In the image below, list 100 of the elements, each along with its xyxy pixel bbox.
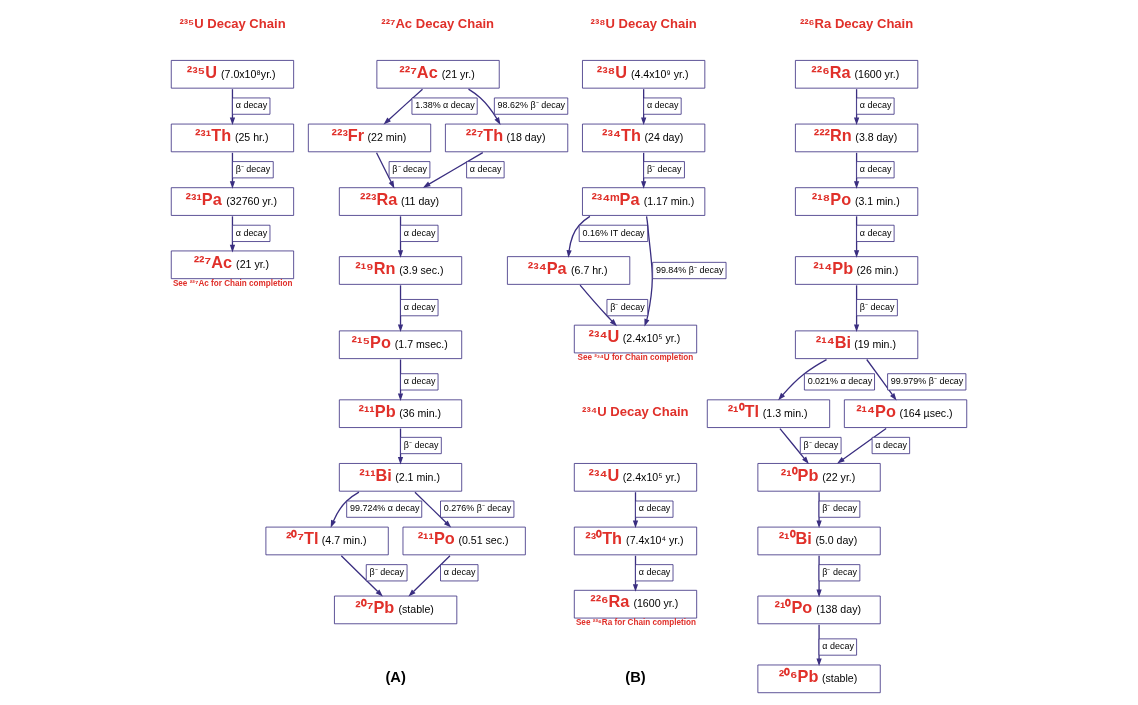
arrow <box>853 284 860 332</box>
node-box: ²³¹Pa (32760 yr.) <box>170 187 295 216</box>
edge-label: α decay <box>403 301 436 312</box>
edge-label: α decay <box>403 376 436 387</box>
arrow <box>779 427 809 465</box>
arrow <box>566 215 591 258</box>
label: ²³⁵U Decay Chain <box>179 16 286 32</box>
edge-label: α decay <box>469 164 502 175</box>
node-box: ²³¹Th (25 hr.) <box>170 123 295 153</box>
label: ²²⁶Ra Decay Chain <box>799 16 914 32</box>
edge-label: α decay <box>638 503 671 514</box>
arrow <box>816 555 822 598</box>
node-box: ²²³Fr (22 min) <box>307 123 432 153</box>
edge-label: 99.724% α decay <box>349 503 420 514</box>
node-box: ²¹⁴Bi (19 min.) <box>795 330 919 360</box>
arrow <box>853 88 860 126</box>
edge-label: α decay <box>638 567 671 578</box>
label: (A) <box>385 668 406 685</box>
edge-label: α decay <box>235 227 268 238</box>
node-box: ²³⁴Pa (6.7 hr.) <box>507 256 631 285</box>
node-box: ²²²Rn (3.8 day) <box>795 123 919 153</box>
arrow <box>397 358 404 401</box>
edge-label: α decay <box>875 439 907 450</box>
node-box: ²¹¹Bi (2.1 min.) <box>338 463 463 492</box>
label: ²³⁸U Decay Chain <box>590 16 697 32</box>
arrow <box>816 624 822 667</box>
node-box: ²¹⁰Tl (1.3 min.) <box>706 399 831 428</box>
arrow <box>375 152 395 189</box>
arrow <box>229 215 236 253</box>
node-box: ²²³Ra (11 day) <box>338 187 463 216</box>
arrow <box>414 491 452 528</box>
arrow <box>641 88 647 126</box>
node-box: ²³⁵U (7.0x10⁸yr.) <box>170 60 295 89</box>
node-box: ²²⁶Ra (1600 yr.) <box>573 589 698 619</box>
arrow <box>408 555 451 597</box>
node-box: ²³⁸U (4.4x10⁹ yr.) <box>582 60 706 89</box>
node-box: ²²⁷Ac (21 yr.) <box>376 60 500 89</box>
arrow <box>837 427 887 464</box>
edge-label: β⁻ decay <box>235 164 271 175</box>
edge-label: β⁻ decay <box>610 301 645 312</box>
node-box: ²³⁴U (2.4x10⁵ yr.) <box>573 324 698 354</box>
edge-label: α decay <box>859 100 892 111</box>
node-box: ²¹¹Po (0.51 sec.) <box>402 526 526 556</box>
edge-label: 99.84% β⁻ decay <box>655 264 724 275</box>
node-box: ²³⁴ᵐPa (1.17 min.) <box>582 187 706 216</box>
label: ²³⁴U Decay Chain <box>582 403 689 419</box>
node-box: ²¹⁰Po (138 day) <box>757 595 881 625</box>
edge-label: α decay <box>443 567 476 578</box>
arrow <box>229 152 236 189</box>
arrow <box>330 491 360 528</box>
node-box: ²²⁷Ac (21 yr.) <box>170 250 295 280</box>
edge-label: α decay <box>403 227 436 238</box>
arrow <box>383 88 424 125</box>
arrow <box>632 491 639 529</box>
edge-label: β⁻ decay <box>392 164 427 175</box>
node-box: ²¹¹Pb (36 min.) <box>338 399 463 428</box>
arrow <box>397 427 404 465</box>
arrow <box>778 358 828 401</box>
node-box: ²⁰⁶Pb (stable) <box>757 664 881 694</box>
arrow <box>644 215 653 327</box>
edge-label: 0.276% β⁻ decay <box>443 503 512 514</box>
edge-label: 1.38% α decay <box>415 100 475 111</box>
node-box: ²¹⁹Rn (3.9 sec.) <box>338 256 463 285</box>
edge-label: α decay <box>646 100 679 111</box>
edge-label: β⁻ decay <box>822 567 857 578</box>
label: ²²⁷Ac Decay Chain <box>381 16 495 32</box>
edge-label: α decay <box>859 164 892 175</box>
arrow <box>397 284 404 332</box>
edge-label: β⁻ decay <box>803 439 839 450</box>
edge-label: α decay <box>235 100 268 111</box>
edge-label: α decay <box>859 227 892 238</box>
arrow <box>853 152 860 189</box>
node-box: ²³⁴U (2.4x10⁵ yr.) <box>573 463 698 492</box>
edge-label: β⁻ decay <box>369 567 405 578</box>
node-box: ²¹⁴Pb (26 min.) <box>795 256 919 285</box>
node-label: See ²²⁶Ra for Chain completion <box>575 618 696 628</box>
node-label: See ²³⁴U for Chain completion <box>577 353 694 363</box>
arrow <box>641 152 647 189</box>
node-box: ²¹⁵Po (1.7 msec.) <box>338 330 463 360</box>
arrow <box>397 215 404 258</box>
node-box: ²⁰⁷Pb (stable) <box>334 595 458 625</box>
edge-label: β⁻ decay <box>859 301 895 312</box>
edge-label: 99.979% β⁻ decay <box>890 376 964 387</box>
arrow <box>866 358 897 401</box>
edge-label: 98.62% β⁻ decay <box>497 100 566 111</box>
edge-label: 0.021% α decay <box>807 376 873 387</box>
node-box: ²¹⁸Po (3.1 min.) <box>795 187 919 216</box>
arrow <box>579 284 617 327</box>
arrow <box>229 88 236 126</box>
node-box: ²³⁴Th (24 day) <box>582 123 706 153</box>
node-box: ²¹⁴Po (164 µsec.) <box>843 399 968 428</box>
edge-label: β⁻ decay <box>646 164 682 175</box>
node-box: ²⁰⁷Tl (4.7 min.) <box>265 526 389 556</box>
arrow <box>816 491 822 529</box>
node-box: ²³⁰Th (7.4x10⁴ yr.) <box>573 526 698 556</box>
arrow <box>340 555 383 597</box>
node-box: ²²⁷Th (18 day) <box>445 123 569 153</box>
arrow <box>632 555 639 592</box>
node-box: ²²⁶Ra (1600 yr.) <box>795 60 919 89</box>
node-box: ²¹⁰Bi (5.0 day) <box>757 526 881 556</box>
